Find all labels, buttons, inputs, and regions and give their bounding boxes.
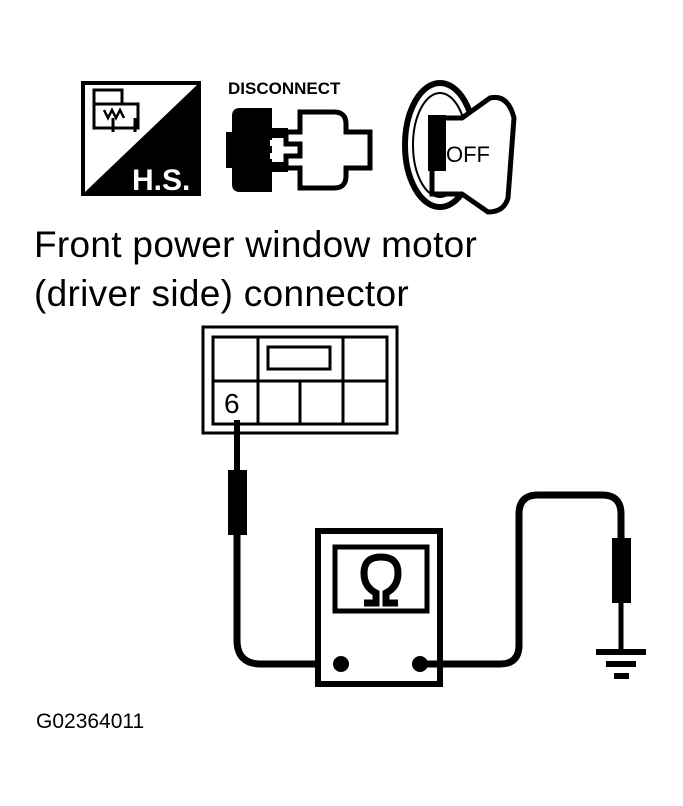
title-line-2: (driver side) connector [34, 273, 409, 314]
probe-lead-left [228, 420, 345, 668]
svg-text:DISCONNECT: DISCONNECT [228, 79, 341, 98]
figure-id: G02364011 [36, 710, 145, 733]
ignition-key-off-icon: OFF [402, 80, 517, 215]
probe-lead-right [420, 491, 631, 668]
connector-face: 6 [201, 325, 399, 435]
pin-number-label: 6 [224, 388, 240, 419]
disconnect-connector-icon: DISCONNECT [226, 79, 373, 192]
ground-icon [596, 649, 646, 679]
svg-text:H.S.: H.S. [132, 164, 190, 197]
title-line-1: Front power window motor [34, 224, 478, 265]
harness-connector-hs-icon: H.S. [81, 81, 201, 197]
svg-text:OFF: OFF [446, 142, 490, 167]
ohmmeter [315, 528, 443, 687]
